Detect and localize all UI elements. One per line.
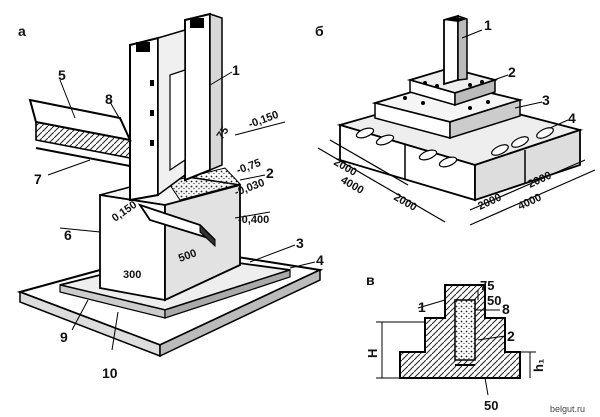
column-right-leg: [184, 12, 211, 182]
b-label-3: 3: [542, 92, 550, 108]
dim-300: 300: [123, 269, 141, 281]
dim-75: 75: [215, 125, 232, 142]
label-7: 7: [34, 171, 42, 187]
panel-b: б: [315, 14, 596, 226]
c-label-1: 1: [418, 299, 426, 315]
b-label-2: 2: [508, 64, 516, 80]
c-dim-75: 75: [480, 278, 494, 293]
c-dim-h: H: [365, 349, 380, 358]
label-1: 1: [232, 62, 240, 78]
label-8: 8: [105, 91, 113, 107]
c-label-2: 2: [507, 328, 515, 344]
dim-500: 500: [177, 247, 198, 265]
panel-c-letter: в: [366, 272, 375, 288]
b-dim-4000-a: 4000: [339, 174, 366, 197]
label-6: 6: [64, 227, 72, 243]
dim-minus-0030: -0,030: [233, 177, 266, 199]
label-3: 3: [296, 235, 304, 251]
b-dim-4000-b: 4000: [516, 191, 543, 212]
label-2: 2: [266, 165, 274, 181]
b-dim-2000-b: 2000: [392, 191, 419, 214]
label-5: 5: [58, 67, 66, 83]
column-left-leg: [129, 36, 159, 202]
panel-a-letter: а: [18, 23, 26, 39]
dim-minus-075: -0,75: [235, 157, 263, 177]
column: [443, 14, 459, 86]
c-dim-50-top: 50: [487, 293, 501, 308]
label-10: 10: [102, 365, 118, 381]
label-4: 4: [316, 252, 324, 268]
panel-b-letter: б: [315, 23, 324, 39]
panel-c: в 75 50 H h₁ 50 1 8 2: [365, 272, 546, 413]
label-9: 9: [60, 329, 68, 345]
pedestal-side: [164, 183, 241, 302]
c-dim-50-bottom: 50: [484, 398, 498, 413]
c-label-8: 8: [502, 301, 510, 317]
c-dim-h1: h₁: [531, 359, 546, 372]
watermark: belgut.ru: [550, 404, 585, 414]
panel-a: а: [16, 12, 324, 381]
b-label-4: 4: [568, 110, 576, 126]
dim-minus-0400: -0,400: [238, 214, 269, 226]
b-label-1: 1: [484, 17, 492, 33]
